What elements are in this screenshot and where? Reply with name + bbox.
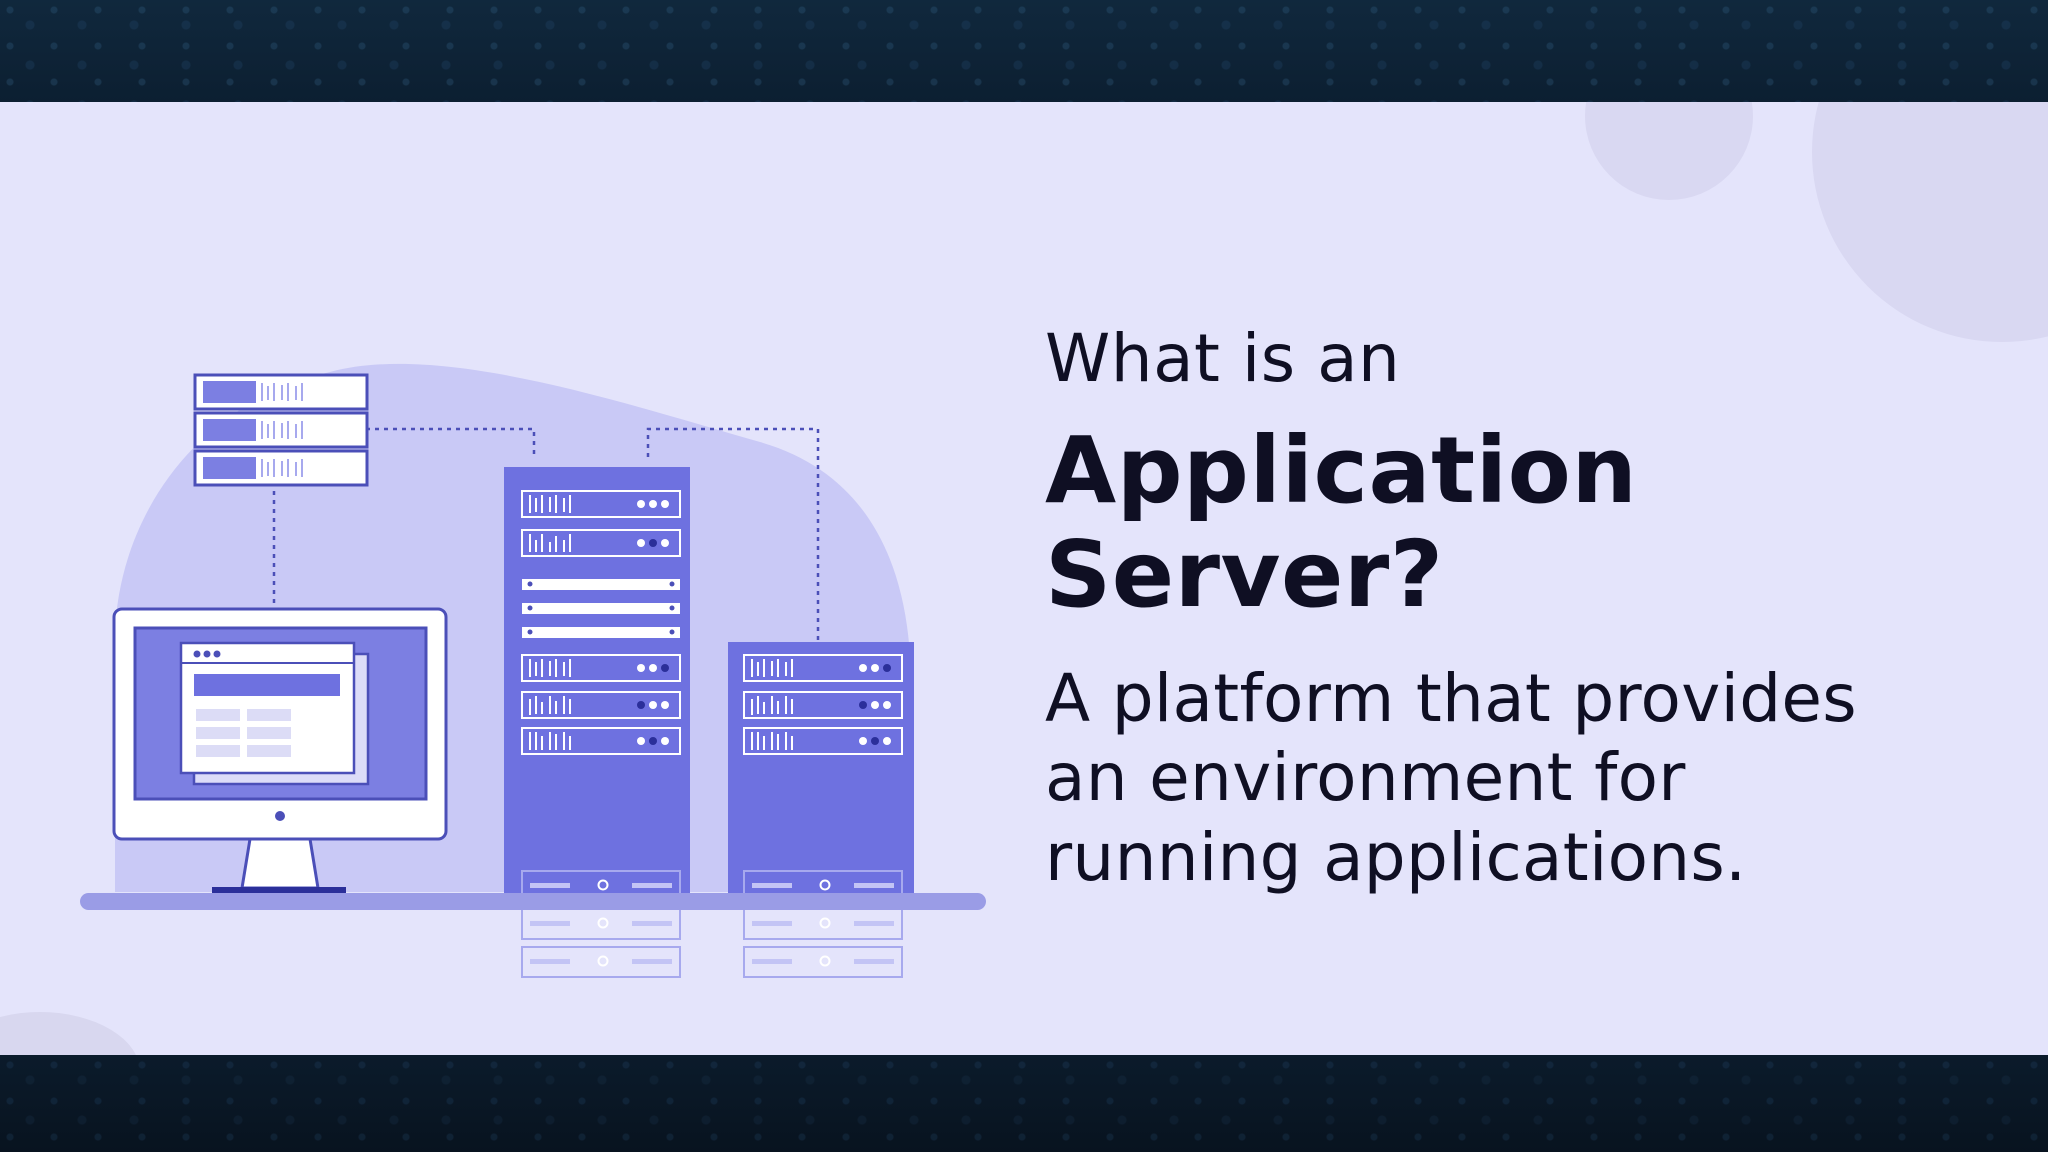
slide-description: A platform that provides an environment … [1045,659,2005,897]
decor-circle-large [1812,102,2048,342]
bottom-letterbox-band [0,1055,2048,1152]
tall-server-rack-icon [504,467,690,978]
description-line-2: an environment for [1045,739,1686,817]
storage-unit-icon [193,373,369,487]
title-lead: What is an [1045,320,1401,397]
decor-circle-small [1585,102,1753,200]
slide-text-block: What is an Application Server? A platfor… [1045,324,2005,897]
short-server-rack-icon [728,642,914,978]
description-line-3: running applications. [1045,818,1747,896]
floor-line [80,893,986,910]
top-letterbox-band [0,0,2048,102]
slide-title-line-1: Application [1045,417,1638,525]
slide-title: Application Server? [1045,419,2005,627]
desktop-monitor-icon [112,607,448,896]
network-connectors [272,427,820,642]
server-illustration [80,363,986,978]
slide: What is an Application Server? A platfor… [0,102,2048,1055]
slide-title-line-2: Server? [1045,521,1444,629]
description-line-1: A platform that provides [1045,660,1857,738]
